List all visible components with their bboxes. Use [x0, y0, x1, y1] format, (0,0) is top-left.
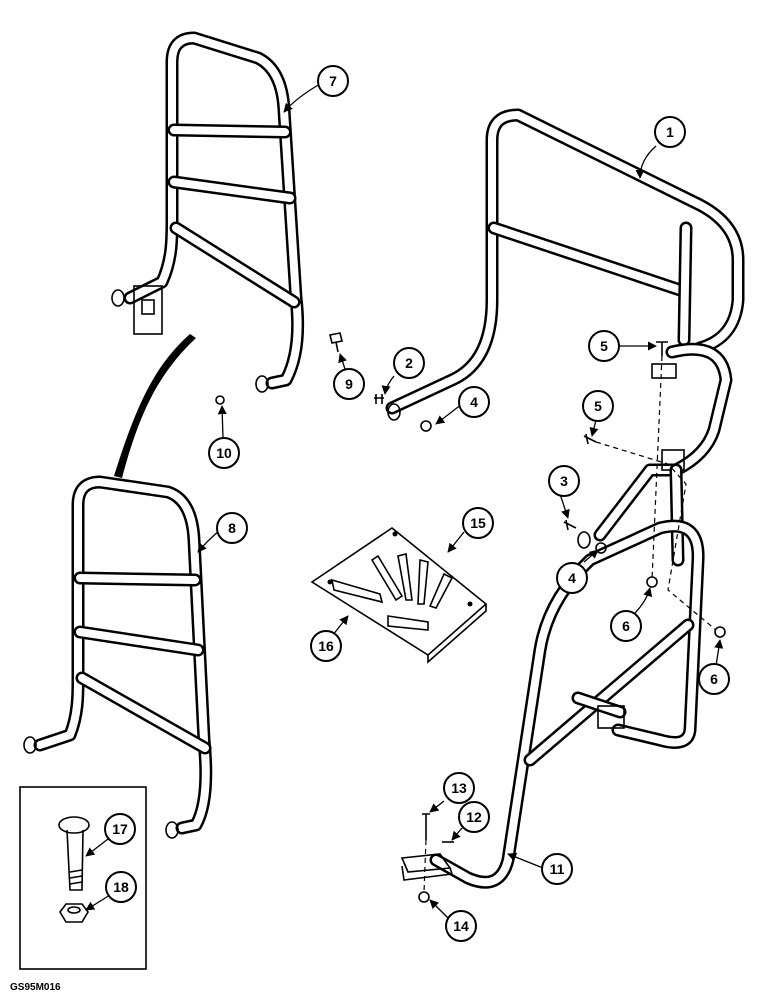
callout-10: 10 — [208, 437, 240, 469]
leader-lines — [85, 83, 724, 919]
handrail-8 — [23, 475, 213, 839]
callout-label: 4 — [470, 394, 478, 410]
callout-label: 5 — [594, 398, 602, 414]
callout-label: 15 — [470, 515, 486, 531]
handrail-7 — [111, 31, 305, 393]
callout-label: 16 — [318, 638, 334, 654]
callout-1: 1 — [654, 116, 686, 148]
callout-16: 16 — [310, 630, 342, 662]
callout-7: 7 — [317, 65, 349, 97]
callout-label: 6 — [710, 671, 718, 687]
hardware-inset — [19, 786, 147, 970]
callout-label: 8 — [228, 520, 236, 536]
callout-8: 8 — [216, 512, 248, 544]
callout-4b: 4 — [556, 562, 588, 594]
callout-9: 9 — [333, 368, 365, 400]
callout-label: 17 — [112, 821, 128, 837]
callout-6: 6 — [610, 610, 642, 642]
callout-label: 10 — [216, 445, 232, 461]
callout-label: 3 — [560, 473, 568, 489]
callout-label: 7 — [329, 73, 337, 89]
callout-label: 9 — [345, 376, 353, 392]
position-arrow — [114, 334, 196, 478]
callout-label: 14 — [453, 918, 469, 934]
callout-label: 4 — [568, 570, 576, 586]
callout-label: 6 — [622, 618, 630, 634]
callout-label: 1 — [666, 124, 674, 140]
handrail-11 — [400, 519, 705, 889]
callout-label: 2 — [405, 355, 413, 371]
figure-code: GS95M016 — [10, 982, 61, 993]
callout-label: 12 — [466, 809, 482, 825]
callout-2: 2 — [393, 347, 425, 379]
callout-label: 11 — [550, 861, 565, 877]
callout-label: 5 — [600, 338, 608, 354]
callout-11: 11 — [541, 853, 573, 885]
callout-4: 4 — [458, 386, 490, 418]
callout-label: 18 — [113, 879, 129, 895]
floor-plate-15 — [310, 527, 488, 664]
callout-label: 13 — [451, 780, 467, 796]
callout-14: 14 — [445, 910, 477, 942]
assembly-lines — [423, 355, 717, 893]
hardware-bolts — [215, 332, 726, 903]
callout-6b: 6 — [698, 663, 730, 695]
callout-15: 15 — [462, 507, 494, 539]
callout-5b: 5 — [582, 390, 614, 422]
callout-13: 13 — [443, 772, 475, 804]
callout-12: 12 — [458, 801, 490, 833]
callout-3: 3 — [548, 465, 580, 497]
callout-18: 18 — [105, 871, 137, 903]
callout-5: 5 — [588, 330, 620, 362]
handrail-1 — [385, 108, 745, 567]
callout-17: 17 — [104, 813, 136, 845]
